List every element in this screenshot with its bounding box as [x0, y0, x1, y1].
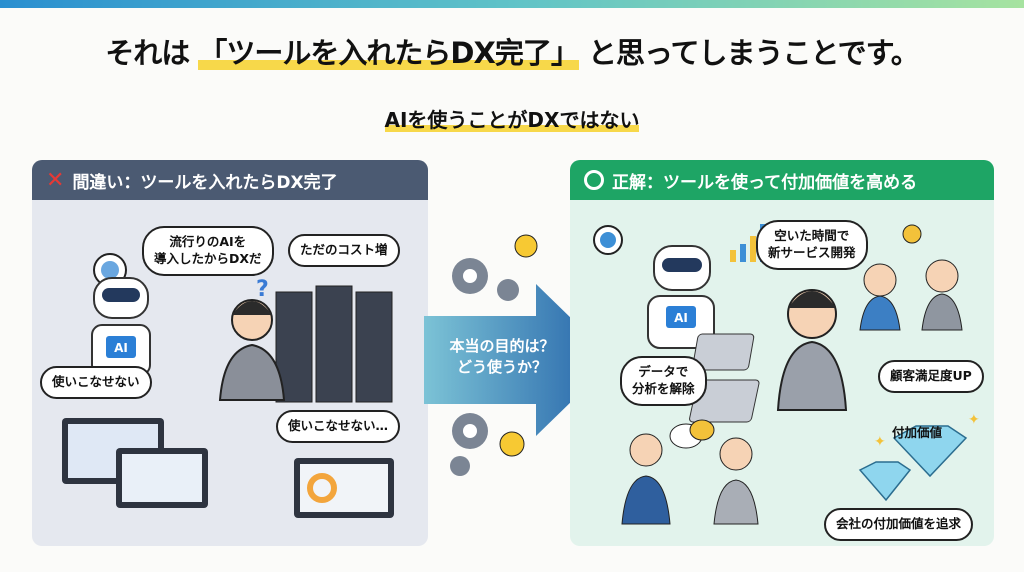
- subtitle: AIを使うことがDXではない: [384, 108, 640, 132]
- wrong-illustration: AI ?: [62, 253, 394, 518]
- circle-icon: [584, 170, 604, 190]
- robot-icon: AI: [91, 253, 151, 376]
- cross-icon: ✕: [46, 167, 65, 193]
- top-gradient-bar: [0, 0, 1024, 8]
- wrong-panel: ✕間違い：ツールを入れたらDX完了 AI ? 流行りのAIを 導入した: [32, 160, 428, 546]
- speech-bubble: 使いこなせない…: [276, 410, 401, 443]
- wrong-panel-header: ✕間違い：ツールを入れたらDX完了: [32, 160, 428, 200]
- svg-text:?: ?: [256, 277, 269, 302]
- correct-illustration: AI ✦✦: [593, 224, 980, 525]
- server-rack-icon: [275, 285, 393, 403]
- speech-bubble: 空いた時間で 新サービス開発: [756, 220, 868, 270]
- speech-bubble: ただのコスト増: [288, 234, 400, 267]
- correct-panel: 正解：ツールを使って付加価値を高める AI: [570, 160, 994, 546]
- correct-panel-header: 正解：ツールを使って付加価値を高める: [570, 160, 994, 200]
- meeting-icon: [621, 419, 759, 525]
- svg-text:✦: ✦: [968, 412, 980, 428]
- robot-icon: AI: [593, 225, 755, 371]
- svg-text:AI: AI: [114, 341, 128, 355]
- arrow-text: 本当の目的は？どう使うか？: [449, 337, 555, 376]
- svg-text:✦: ✦: [874, 434, 886, 450]
- working-man-icon: [689, 289, 848, 423]
- monitors-icon: [62, 418, 394, 518]
- svg-text:AI: AI: [674, 311, 688, 325]
- gear-lightbulb-icons: [450, 234, 538, 476]
- page-title: それは 「ツールを入れたらDX完了」 と思ってしまうことです。: [105, 36, 920, 70]
- diamond-icon: ✦✦: [858, 412, 980, 502]
- confused-man-icon: ?: [218, 277, 286, 401]
- speech-bubble: データで 分析を解除: [620, 356, 707, 406]
- title-highlight: 「ツールを入れたらDX完了」: [198, 36, 580, 70]
- center-arrow: [424, 284, 614, 436]
- speech-bubble: 会社の付加価値を追求: [824, 508, 974, 541]
- speech-bubble: 流行りのAIを 導入したからDXだ: [142, 226, 274, 276]
- speech-bubble: 使いこなせない: [40, 366, 152, 399]
- diamond-label: 付加価値: [892, 425, 943, 440]
- speech-bubble: 顧客満足度UP: [878, 360, 984, 393]
- handshake-icon: [859, 224, 963, 331]
